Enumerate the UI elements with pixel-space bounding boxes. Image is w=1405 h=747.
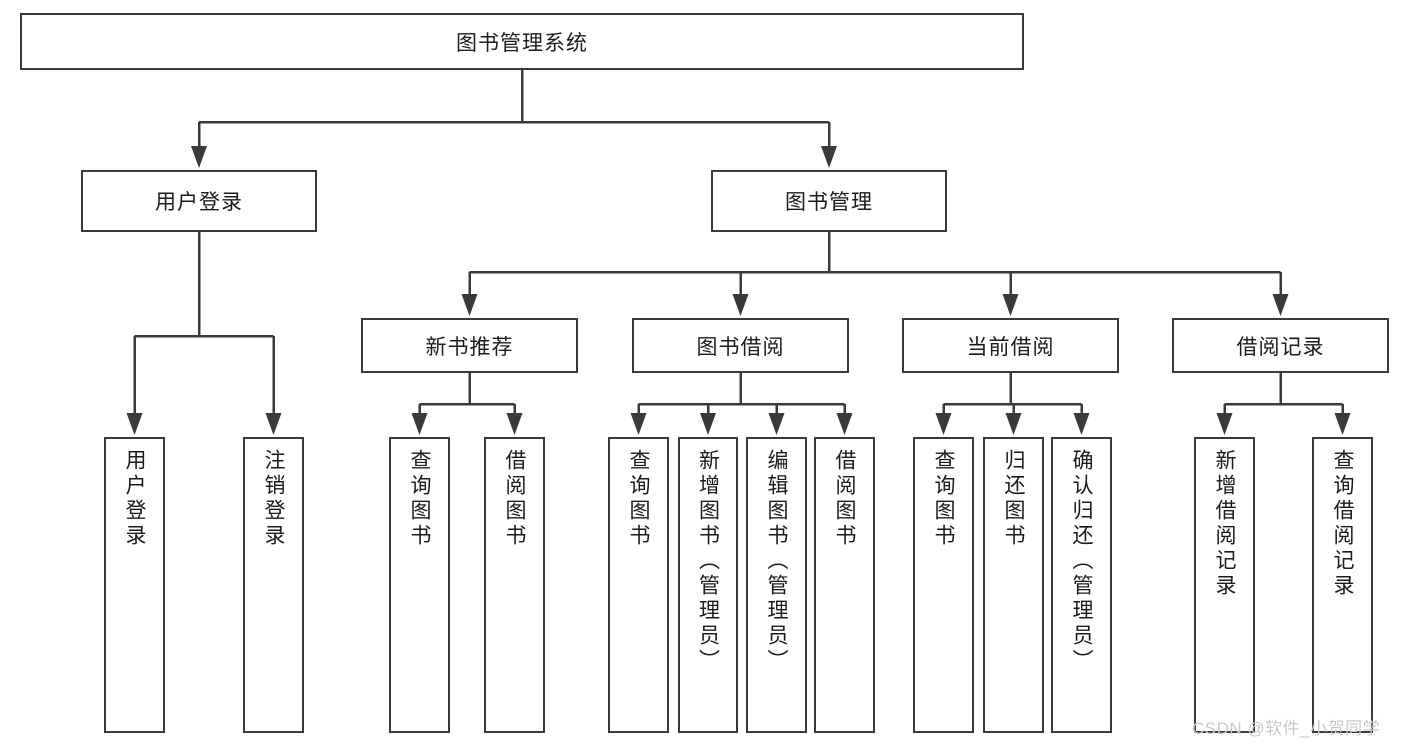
edge-arrowhead [1005, 413, 1022, 435]
edge-arrowhead [1002, 294, 1019, 316]
node-r-add: 新增借阅记录 [1194, 437, 1255, 733]
edge-arrowhead [732, 294, 749, 316]
node-label: 新书推荐 [425, 335, 514, 359]
edge-arrowhead [836, 413, 853, 435]
edge-arrowhead [1073, 413, 1090, 435]
node-current: 当前借阅 [902, 318, 1119, 373]
node-c-return: 归还图书 [983, 437, 1044, 733]
edge-arrowhead [461, 294, 478, 316]
watermark-text: CSDN @软件_小贺同学 [1192, 719, 1381, 738]
node-r-query: 查询借阅记录 [1312, 437, 1373, 733]
edge-arrowhead [1216, 413, 1233, 435]
node-label: 查询图书 [932, 449, 955, 549]
node-label: 用户登录 [123, 449, 146, 549]
edge-arrowhead [821, 146, 837, 168]
edge-arrowhead [630, 413, 647, 435]
node-label: 新增借阅记录 [1213, 449, 1236, 599]
node-label: 查询图书 [408, 449, 431, 549]
node-label: 借阅记录 [1236, 335, 1325, 359]
edge-arrowhead [935, 413, 952, 435]
node-label: 新增图书（管理员） [696, 449, 720, 674]
node-label: 图书管理系统 [456, 31, 588, 55]
edge-arrowhead [700, 413, 716, 435]
node-root: 图书管理系统 [20, 13, 1024, 70]
node-label: 图书借阅 [696, 335, 785, 359]
edge-arrowhead [1334, 413, 1351, 435]
node-c-confirm: 确认归还（管理员） [1051, 437, 1112, 733]
node-login: 用户登录 [81, 170, 317, 232]
node-label: 确认归还（管理员） [1070, 449, 1093, 674]
node-b-edit: 编辑图书（管理员） [746, 437, 807, 733]
node-b-borrow: 借阅图书 [814, 437, 875, 733]
node-n-borrow: 借阅图书 [484, 437, 545, 733]
node-l-logout: 注销登录 [243, 437, 304, 733]
edge-arrowhead [411, 413, 428, 435]
edge-arrowhead [126, 413, 143, 435]
node-newbook: 新书推荐 [361, 318, 578, 373]
node-label: 编辑图书（管理员） [765, 449, 788, 674]
node-borrow: 图书借阅 [632, 318, 849, 373]
edge-arrowhead [191, 146, 207, 168]
node-bookmgmt: 图书管理 [711, 170, 947, 232]
node-label: 注销登录 [262, 449, 285, 549]
edge-arrowhead [1272, 294, 1289, 316]
node-label: 查询图书 [627, 449, 650, 549]
node-records: 借阅记录 [1172, 318, 1389, 373]
node-label: 借阅图书 [833, 449, 856, 549]
node-c-query: 查询图书 [913, 437, 974, 733]
edge-arrowhead [265, 413, 282, 435]
edge-arrowhead [768, 413, 785, 435]
node-n-query: 查询图书 [389, 437, 450, 733]
node-b-add: 新增图书（管理员） [678, 437, 738, 733]
node-label: 归还图书 [1002, 449, 1025, 549]
node-label: 查询借阅记录 [1331, 449, 1354, 599]
node-label: 用户登录 [155, 191, 243, 214]
node-label: 借阅图书 [503, 449, 526, 549]
edge-arrowhead [506, 413, 523, 435]
node-label: 当前借阅 [966, 335, 1055, 359]
node-b-query: 查询图书 [608, 437, 669, 733]
node-l-login: 用户登录 [104, 437, 165, 733]
node-label: 图书管理 [785, 191, 873, 214]
